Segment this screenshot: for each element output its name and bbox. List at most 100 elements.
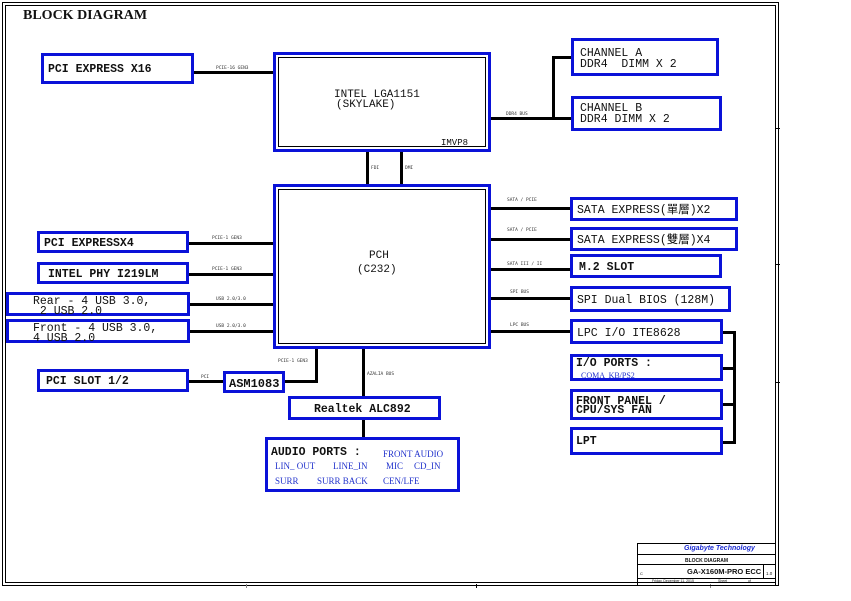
drawing-frame-outer (2, 2, 779, 586)
pcie16-bus-label: PCIE-16 GEN3 (216, 66, 249, 71)
m2-link (491, 268, 571, 271)
lpc-link (491, 330, 571, 333)
asm-link-h (285, 380, 318, 383)
pci-link (189, 380, 223, 383)
asm-bus-label: PCIE-1 GEN3 (278, 359, 308, 364)
pcie16-link (194, 71, 273, 74)
block-label: ASM1083 (229, 377, 280, 391)
lpc-io-block[interactable]: LPC I/O ITE8628 (570, 319, 723, 344)
audio-port-item: LINE_IN (333, 461, 368, 471)
audio-port-item: FRONT AUDIO (383, 449, 444, 459)
spi-bios-block[interactable]: SPI Dual BIOS (128M) (570, 286, 731, 312)
spi-bus-label: SPI BUS (510, 290, 529, 295)
spi-link (491, 297, 571, 300)
audio-link (362, 420, 365, 438)
pci-slot-block[interactable]: PCI SLOT 1/2 (37, 369, 189, 392)
channel-a-block[interactable]: CHANNEL A DDR4 DIMM X 2 (571, 38, 719, 76)
sata-x2-link (491, 207, 571, 210)
pci-bus-label: PCI (201, 375, 210, 380)
realtek-codec-block[interactable]: Realtek ALC892 (288, 396, 441, 420)
pci-express-x16-block[interactable]: PCI EXPRESS X16 (41, 53, 194, 84)
block-label: PCI SLOT 1/2 (46, 375, 129, 388)
block-label: PCI EXPRESS X16 (48, 63, 152, 76)
block-label: SATA EXPRESS(雙層)X4 (577, 234, 711, 247)
phy-link (189, 273, 273, 276)
block-sublabel: COMA KB/PS2 (581, 371, 635, 380)
sata-express-x2-block[interactable]: SATA EXPRESS(單層)X2 (570, 197, 738, 221)
block-label: DDR4 DIMM X 2 (580, 58, 677, 71)
ddr4-bus-label: DDR4 BUS (506, 112, 528, 117)
block-label: Front - 4 USB 3.0, (33, 322, 158, 335)
block-label: LPT (576, 435, 597, 448)
block-label: 2 USB 2.0 (33, 305, 103, 318)
title-block: Gigabyte Technology BLOCK DIAGRAM C GA-X… (637, 543, 776, 586)
ddr4-bus-link (491, 117, 571, 120)
audio-ports-block[interactable]: AUDIO PORTS : FRONT AUDIO LIN_ OUT LINE_… (265, 437, 460, 492)
audio-port-item: MIC (386, 461, 404, 471)
block-label: CPU/SYS FAN (576, 404, 652, 417)
pci-express-x4-block[interactable]: PCI EXPRESSX4 (37, 231, 189, 253)
drawing-frame-inner (5, 5, 776, 583)
block-label: DDR4 DIMM X 2 (580, 113, 670, 126)
audio-port-item: LIN_ OUT (275, 461, 316, 471)
sata-x2-bus-label: SATA / PCIE (507, 198, 537, 203)
pch-name: PCH (369, 250, 389, 262)
rear-usb-link (190, 303, 273, 306)
zone-tick (776, 382, 780, 383)
asm1083-block[interactable]: ASM1083 (223, 371, 285, 393)
title-block-divider (638, 554, 775, 555)
zone-tick (776, 264, 780, 265)
block-label: 4 USB 2.0 (33, 332, 96, 345)
block-label: M.2 SLOT (579, 261, 635, 274)
block-label: SATA EXPRESS(單層)X2 (577, 204, 711, 217)
sheet-title: BLOCK DIAGRAM (685, 558, 729, 564)
audio-port-item: CEN/LFE (383, 476, 420, 486)
m2-bus-label: SATA III / II (507, 262, 543, 267)
cpu-codename: (SKYLAKE) (336, 99, 396, 111)
audio-ports-heading: AUDIO PORTS : (271, 446, 361, 459)
rear-usb-block[interactable]: Rear - 4 USB 3.0, 2 USB 2.0 (6, 292, 190, 318)
block-label: Realtek ALC892 (314, 403, 411, 416)
audio-port-item: SURR (275, 476, 299, 486)
doc-number: GA-X160M-PRO ECC (687, 567, 762, 576)
title-block-divider (638, 564, 775, 565)
io-ports-block[interactable]: I/O PORTS : COMA KB/PS2 (570, 354, 723, 381)
cpu-name: INTEL LGA1151 (334, 89, 420, 101)
block-label: FRONT PANEL / (576, 395, 666, 408)
channel-b-block[interactable]: CHANNEL B DDR4 DIMM X 2 (571, 96, 722, 131)
block-label: CHANNEL B (580, 102, 643, 115)
block-label: CHANNEL A (580, 47, 643, 60)
block-label: PCI EXPRESSX4 (44, 237, 134, 250)
sio-riser (733, 331, 736, 444)
azalia-bus-label: AZALIA BUS (367, 372, 395, 377)
lpt-block[interactable]: LPT (570, 427, 723, 455)
front-usb-block[interactable]: Front - 4 USB 3.0, 4 USB 2.0 (6, 319, 190, 345)
block-label: Rear - 4 USB 3.0, (33, 295, 151, 308)
sio-link-top (723, 331, 735, 334)
date-value: Friday, December 11, 2015 (652, 579, 694, 583)
rear-usb-bus-label: USB 2.0/3.0 (216, 297, 246, 302)
intel-phy-block[interactable]: INTEL PHY I219LM (37, 262, 189, 284)
title-block-divider (638, 578, 775, 579)
m2-slot-block[interactable]: M.2 SLOT (570, 254, 722, 278)
pch-block[interactable]: PCH (C232) (273, 184, 491, 349)
zone-tick (776, 128, 780, 129)
rev-value: 1.0 (766, 571, 773, 576)
cpu-block[interactable]: INTEL LGA1151 (SKYLAKE) IMVP8 (273, 52, 491, 152)
block-label: I/O PORTS : (576, 357, 652, 370)
ddr4-bus-riser (552, 56, 555, 120)
audio-port-item: SURR BACK (317, 476, 368, 486)
pch-model: (C232) (357, 264, 397, 276)
audio-port-item: CD_IN (414, 461, 441, 471)
pch-block-inner-border (278, 189, 486, 344)
block-label: SPI Dual BIOS (128M) (577, 294, 716, 307)
sata-express-x4-block[interactable]: SATA EXPRESS(雙層)X4 (570, 227, 738, 251)
zone-tick (710, 584, 711, 588)
fdi-label: FDI (371, 166, 380, 171)
front-usb-link (190, 330, 273, 333)
size-value: C (640, 571, 643, 576)
pcie-x4-bus-label: PCIE-1 GEN3 (212, 236, 242, 241)
sheet-label: Sheet (718, 579, 728, 583)
block-label: INTEL PHY I219LM (48, 268, 159, 281)
front-panel-block[interactable]: FRONT PANEL / CPU/SYS FAN (570, 389, 723, 420)
